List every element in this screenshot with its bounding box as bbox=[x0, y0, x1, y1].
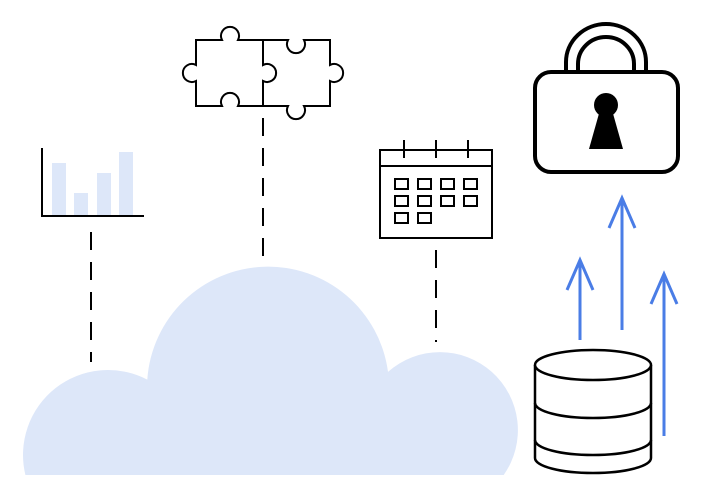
cloud-icon bbox=[23, 266, 518, 475]
chart-axes bbox=[41, 148, 144, 217]
database-icon bbox=[533, 348, 653, 475]
lock-icon bbox=[533, 22, 680, 174]
upload-arrow-icon bbox=[565, 194, 679, 436]
calendar-icon bbox=[379, 140, 493, 239]
puzzle-icon bbox=[181, 25, 345, 121]
chart-bar bbox=[52, 163, 66, 215]
chart-bar bbox=[97, 173, 111, 215]
chart-bar bbox=[74, 193, 88, 215]
chart-bar bbox=[119, 152, 133, 215]
bar-chart-icon bbox=[41, 148, 144, 217]
